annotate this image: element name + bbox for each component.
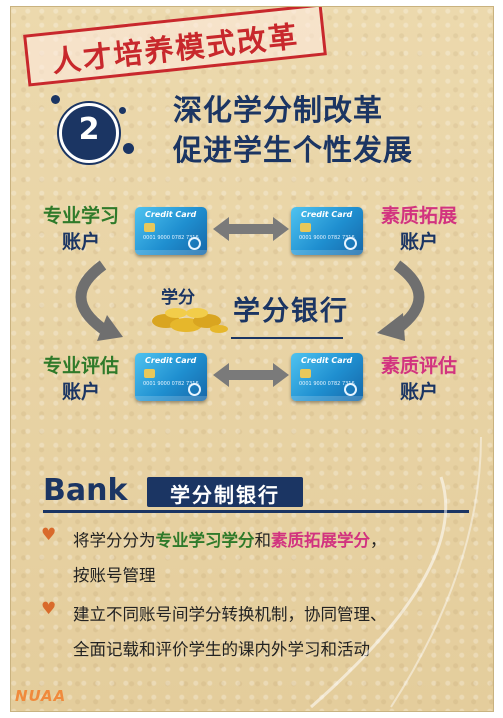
decor-strokes <box>310 436 482 709</box>
decor-dot <box>51 95 60 104</box>
heading-line-2: 促进学生个性发展 <box>173 133 414 167</box>
decor-dot <box>119 107 126 114</box>
double-arrow-icon <box>213 217 289 241</box>
coin-label: 学分 <box>161 288 195 308</box>
chip-icon <box>300 369 311 378</box>
chip-icon <box>144 223 155 232</box>
chip-icon <box>144 369 155 378</box>
account-label-professional-study: 专业学习 账户 <box>42 205 119 253</box>
card-title: Credit Card <box>145 356 197 365</box>
bullet-1-line-1: 将学分分为专业学习学分和素质拓展学分， <box>73 531 387 550</box>
card-title: Credit Card <box>301 210 353 219</box>
account-label-quality-evaluation: 素质评估 账户 <box>380 355 457 403</box>
card-logo-icon <box>344 237 357 250</box>
credit-card-bottom-left: Credit Card 0001 9000 0782 7316 <box>135 353 207 401</box>
heart-bullet-icon: ♥ <box>41 599 57 619</box>
card-logo-icon <box>188 237 201 250</box>
curved-arrow-right-icon <box>377 260 425 341</box>
card-number: 0001 9000 0782 7316 <box>143 381 199 387</box>
card-logo-icon <box>188 383 201 396</box>
card-logo-icon <box>344 383 357 396</box>
account-label-quality-expansion: 素质拓展 账户 <box>380 205 457 253</box>
gold-coins-icon <box>152 308 343 339</box>
poster: 人才培养模式改革 2 深化学分制改革 促进学生个性发展 专业学习 账户 素质拓展… <box>10 6 494 712</box>
section-label: 学分制银行 <box>170 483 280 507</box>
account-label-professional-evaluation: 专业评估 账户 <box>42 355 119 403</box>
card-number: 0001 9000 0782 7316 <box>299 381 355 387</box>
section-label-box: 学分制银行 <box>147 477 303 507</box>
card-number: 0001 9000 0782 7316 <box>143 235 199 241</box>
bullet-2-line-1: 建立不同账号间学分转换机制，协同管理、 <box>73 605 387 624</box>
chip-icon <box>300 223 311 232</box>
card-title: Credit Card <box>301 356 353 365</box>
card-title: Credit Card <box>145 210 197 219</box>
curved-arrow-left-icon <box>75 260 123 341</box>
card-number: 0001 9000 0782 7316 <box>299 235 355 241</box>
decor-dot <box>123 143 134 154</box>
credit-card-bottom-right: Credit Card 0001 9000 0782 7316 <box>291 353 363 401</box>
heading-line-1: 深化学分制改革 <box>173 93 384 127</box>
credit-card-top-left: Credit Card 0001 9000 0782 7316 <box>135 207 207 255</box>
section-bank-word: Bank <box>43 473 128 508</box>
heart-bullet-icon: ♥ <box>41 525 57 545</box>
credit-card-top-right: Credit Card 0001 9000 0782 7316 <box>291 207 363 255</box>
double-arrow-icon <box>213 363 289 387</box>
section-divider <box>43 510 469 513</box>
nuaa-logo: NUAA <box>15 687 67 705</box>
bullet-1-line-2: 按账号管理 <box>73 566 156 585</box>
credit-bank-label: 学分银行 <box>233 296 349 327</box>
number-badge: 2 <box>59 103 119 163</box>
arrows-diagram <box>75 217 425 387</box>
bullet-2-line-2: 全面记载和评价学生的课内外学习和活动 <box>73 640 370 659</box>
badge-number: 2 <box>78 112 100 147</box>
